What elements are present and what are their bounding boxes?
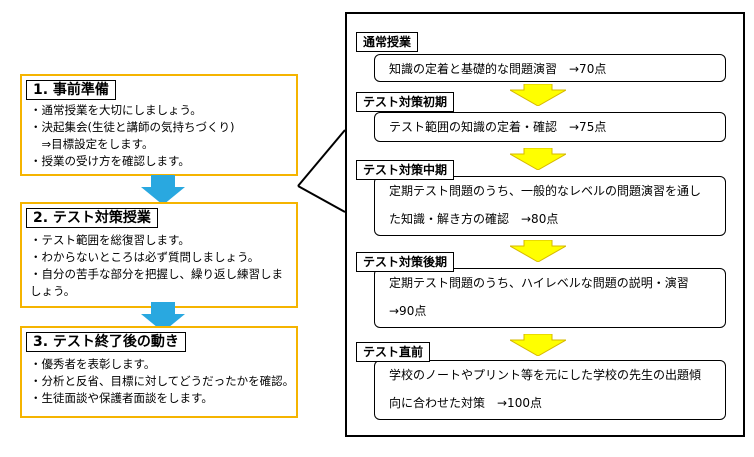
phase-description: 学校のノートやプリント等を元にした学校の先生の出題傾向に合わせた対策 →100点 xyxy=(374,360,726,420)
phase-label: テスト直前 xyxy=(356,342,431,362)
step-line: ⇒目標設定をします。 xyxy=(30,137,154,151)
step-title: 1. 事前準備 xyxy=(26,80,116,100)
step-line: ・決起集会(生徒と講師の気持ちづくり) xyxy=(30,120,235,134)
step-body: ・優秀者を表彰します。 ・分析と反省、目標に対してどうだったかを確認。 ・生徒面… xyxy=(30,356,295,407)
step-body: ・テスト範囲を総復習します。 ・わからないところは必ず質問しましょう。 ・自分の… xyxy=(30,232,292,300)
phase-label: テスト対策初期 xyxy=(356,92,455,112)
phase-label: テスト対策後期 xyxy=(356,252,455,272)
phase-label: テスト対策中期 xyxy=(356,160,455,180)
step-title: 3. テスト終了後の動き xyxy=(26,332,186,352)
step-line: ・分析と反省、目標に対してどうだったかを確認。 xyxy=(30,374,295,388)
phase-description: 知識の定着と基礎的な問題演習 →70点 xyxy=(374,54,726,82)
step-line: ・テスト範囲を総復習します。 xyxy=(30,233,190,247)
step-after-test: 3. テスト終了後の動き ・優秀者を表彰します。 ・分析と反省、目標に対してどう… xyxy=(20,326,298,418)
step-line: ・生徒面談や保護者面談をします。 xyxy=(30,391,213,405)
step-line: ・授業の受け方を確認します。 xyxy=(30,154,190,168)
blue-down-arrow-icon xyxy=(141,175,185,205)
step-line: ・わからないところは必ず質問しましょう。 xyxy=(30,250,260,264)
yellow-down-arrow-icon xyxy=(510,84,566,106)
step-line: ・通常授業を大切にしましょう。 xyxy=(30,103,202,117)
phase-label: 通常授業 xyxy=(356,32,419,52)
phase-description: 定期テスト問題のうち、一般的なレベルの問題演習を通した知識・解き方の確認 →80… xyxy=(374,176,726,236)
blue-down-arrow-icon xyxy=(141,302,185,332)
phase-description: テスト範囲の知識の定着・確認 →75点 xyxy=(374,112,726,142)
yellow-down-arrow-icon xyxy=(510,334,566,356)
step-line: ・優秀者を表彰します。 xyxy=(30,357,156,371)
step-preparation: 1. 事前準備 ・通常授業を大切にしましょう。 ・決起集会(生徒と講師の気持ちづ… xyxy=(20,74,298,176)
phase-description: 定期テスト問題のうち、ハイレベルな問題の説明・演習 →90点 xyxy=(374,268,726,328)
yellow-down-arrow-icon xyxy=(510,240,566,262)
step-body: ・通常授業を大切にしましょう。 ・決起集会(生徒と講師の気持ちづくり) ⇒目標設… xyxy=(30,102,292,170)
step-title: 2. テスト対策授業 xyxy=(26,208,158,228)
step-test-classes: 2. テスト対策授業 ・テスト範囲を総復習します。 ・わからないところは必ず質問… xyxy=(20,202,298,308)
yellow-down-arrow-icon xyxy=(510,148,566,170)
step-line: ・自分の苦手な部分を把握し、繰り返し練習しましょう。 xyxy=(30,267,283,298)
